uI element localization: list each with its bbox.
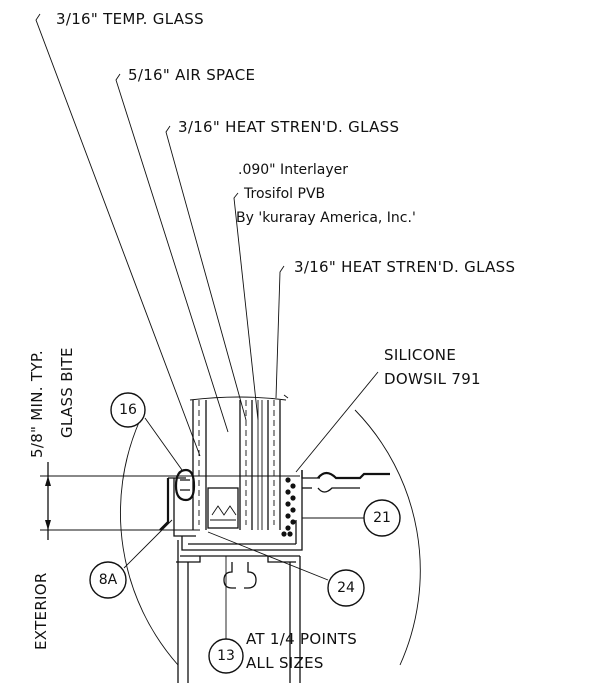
callout-13: 13 [208, 638, 244, 674]
silicone-seal [281, 477, 296, 537]
label-heat-glass-2: 3/16" HEAT STREN'D. GLASS [294, 258, 515, 276]
label-exterior: EXTERIOR [32, 572, 50, 650]
label-interlayer-2: Trosifol PVB [243, 186, 325, 202]
label-points-1: AT 1/4 POINTS [246, 630, 357, 648]
label-heat-glass-1: 3/16" HEAT STREN'D. GLASS [178, 118, 399, 136]
label-points-2: ALL SIZES [246, 654, 324, 672]
leader-lines [35, 13, 379, 646]
callout-21: 21 [363, 499, 401, 537]
callout-24: 24 [327, 569, 365, 607]
label-min-typ: 5/8" MIN. TYP. [28, 350, 46, 458]
label-glass-bite: GLASS BITE [58, 347, 76, 438]
label-interlayer-3: By 'kuraray America, Inc.' [236, 210, 416, 226]
glass-lites [189, 394, 289, 530]
svg-text:24: 24 [337, 580, 355, 596]
detail-boundary-arc-right [354, 409, 421, 666]
label-silicone-2: DOWSIL 791 [384, 370, 481, 388]
label-interlayer-1: .090" Interlayer [238, 162, 348, 178]
spacer [207, 487, 239, 529]
glass-bite-dimension [40, 462, 300, 540]
label-air-space: 5/16" AIR SPACE [128, 66, 255, 84]
svg-text:21: 21 [373, 510, 391, 526]
callout-16: 16 [110, 392, 146, 428]
svg-text:8A: 8A [99, 572, 118, 588]
callout-8a: 8A [89, 561, 127, 599]
label-silicone-1: SILICONE [384, 346, 456, 364]
label-temp-glass: 3/16" TEMP. GLASS [56, 10, 204, 28]
frame-profile [159, 468, 390, 683]
svg-text:13: 13 [217, 648, 235, 664]
detail-boundary-arc [120, 419, 179, 666]
svg-text:16: 16 [119, 402, 137, 418]
